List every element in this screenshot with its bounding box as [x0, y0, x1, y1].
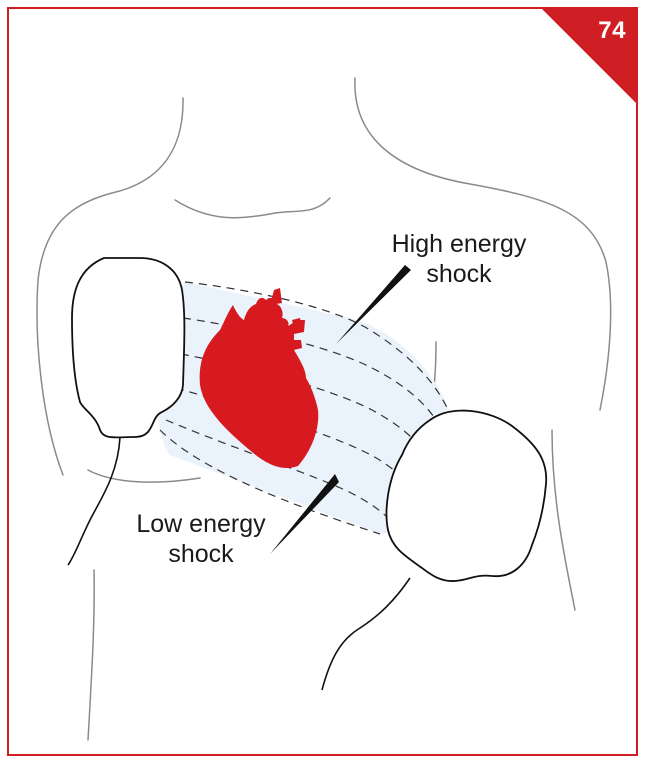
- label-high-energy-line1: High energy: [374, 229, 544, 259]
- pad-cable-upper: [68, 437, 120, 565]
- label-low-energy-shock: Low energy shock: [116, 509, 286, 569]
- label-low-energy-line1: Low energy: [116, 509, 286, 539]
- label-low-energy-line2: shock: [116, 539, 286, 569]
- label-high-energy-line2: shock: [374, 259, 544, 289]
- label-high-energy-shock: High energy shock: [374, 229, 544, 289]
- pad-cable-lower: [322, 578, 410, 690]
